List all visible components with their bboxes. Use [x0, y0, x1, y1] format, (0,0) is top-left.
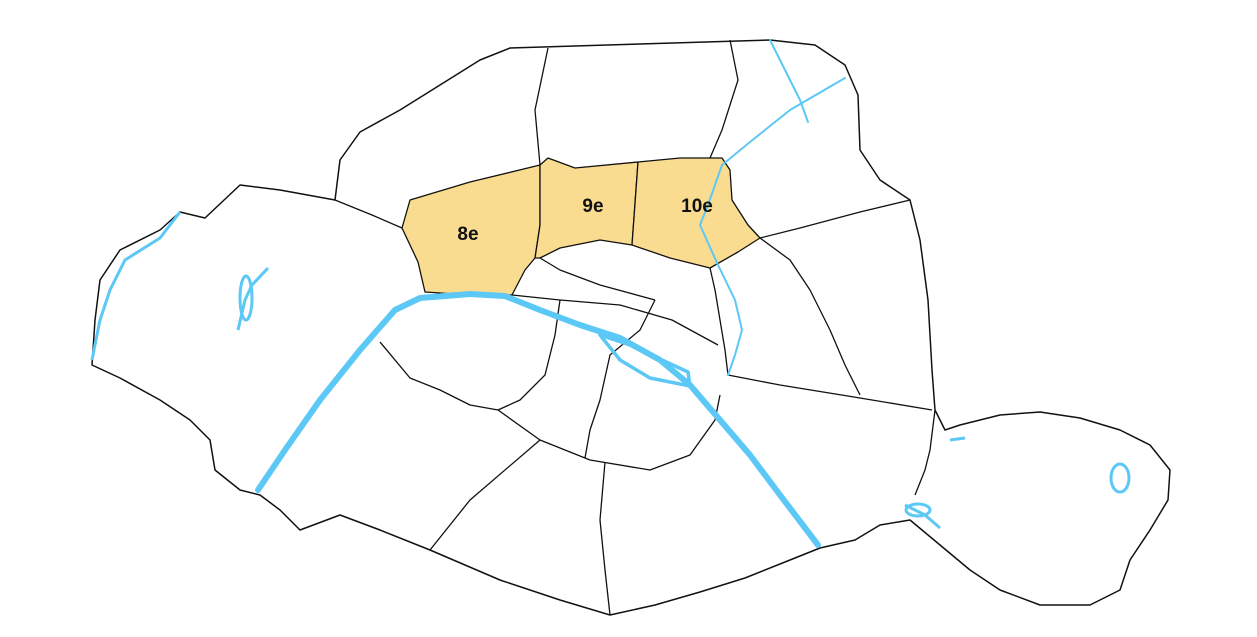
- seine-island: [598, 333, 692, 388]
- label-district-10: 10e: [681, 196, 713, 217]
- district-8[interactable]: [401, 164, 541, 296]
- label-district-9: 9e: [582, 196, 603, 217]
- canal-saint-martin: [699, 77, 846, 376]
- canal-ourcq: [769, 39, 809, 123]
- district-10[interactable]: [631, 157, 761, 269]
- city-boundary: [91, 39, 1171, 616]
- seine-river: [255, 291, 821, 548]
- district-9[interactable]: [534, 157, 639, 259]
- internal-boundaries: [334, 39, 936, 616]
- label-district-8: 8e: [457, 224, 478, 245]
- lakes: [90, 211, 1131, 530]
